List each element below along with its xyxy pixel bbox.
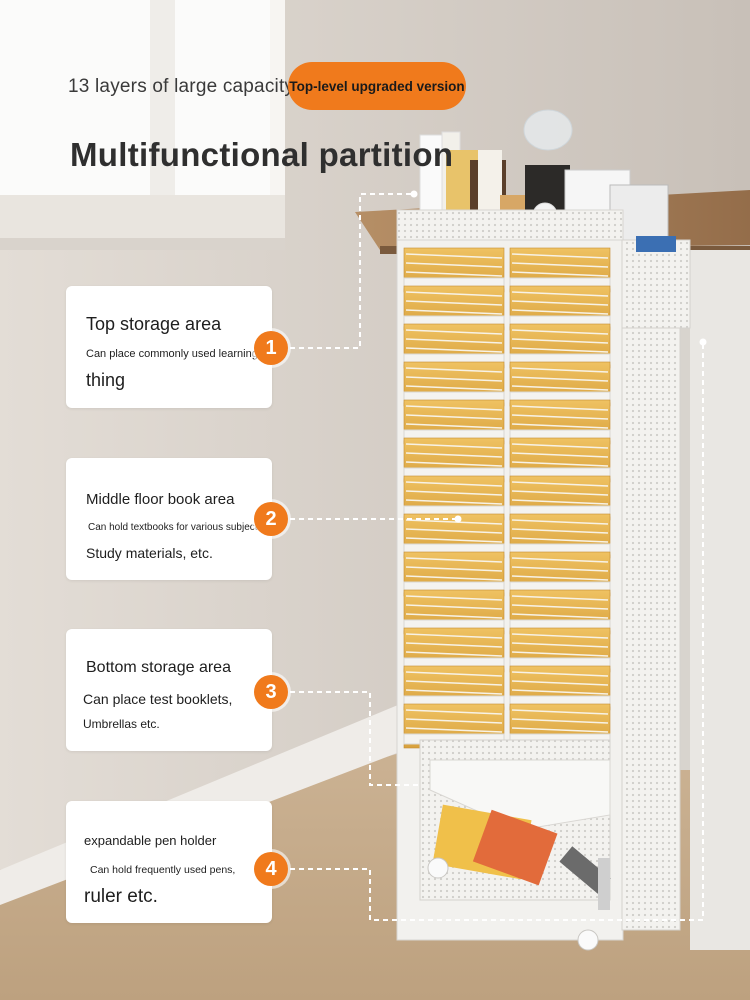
feature-tail: thing: [86, 370, 126, 390]
file-slot: [403, 285, 505, 331]
window: [0, 0, 285, 250]
file-slot: [403, 475, 505, 521]
feature-number-3: 3: [254, 675, 288, 709]
feature-detail: Can place commonly used learning: [86, 348, 258, 360]
feature-heading: Bottom storage area: [86, 659, 231, 676]
capacity-headline: 13 layers of large capacity: [68, 76, 295, 97]
feature-detail: Can hold textbooks for various subjects: [88, 522, 263, 533]
file-slot: [509, 285, 611, 331]
file-slot: [509, 475, 611, 521]
file-slot: [509, 361, 611, 407]
callout-lines: [290, 193, 704, 921]
feature-card-top-storage: Top storage area Can place commonly used…: [66, 286, 272, 408]
file-slot: [509, 247, 611, 293]
file-slot: [509, 513, 611, 559]
file-rack: [396, 209, 691, 951]
feature-card-middle-book: Middle floor book area Can hold textbook…: [66, 458, 272, 580]
file-slot: [403, 399, 505, 445]
file-slot: [403, 437, 505, 483]
file-slot: [509, 399, 611, 445]
page-title: Multifunctional partition: [70, 136, 454, 173]
file-slot: [509, 589, 611, 635]
feature-number-4: 4: [254, 852, 288, 886]
feature-detail: Can place test booklets,: [83, 691, 233, 707]
feature-tail: Umbrellas etc.: [83, 717, 160, 731]
file-slot: [403, 247, 505, 293]
file-slot: [509, 323, 611, 369]
feature-heading: Top storage area: [86, 314, 222, 334]
file-slot: [403, 627, 505, 673]
feature-tail: Study materials, etc.: [86, 545, 213, 561]
upgrade-badge: Top-level upgraded version: [288, 62, 466, 110]
feature-heading: expandable pen holder: [84, 833, 217, 848]
file-slot: [509, 437, 611, 483]
file-slot: [403, 513, 505, 559]
file-slot: [403, 323, 505, 369]
file-slot: [403, 589, 505, 635]
feature-card-pen-holder: expandable pen holder Can hold frequentl…: [66, 801, 272, 923]
file-slot: [509, 665, 611, 711]
feature-tail: ruler etc.: [84, 886, 158, 907]
file-slot: [403, 551, 505, 597]
file-slot: [403, 665, 505, 711]
feature-detail: Can hold frequently used pens,: [90, 864, 236, 876]
feature-number-1: 1: [254, 331, 288, 365]
file-slot: [509, 627, 611, 673]
feature-card-bottom-storage: Bottom storage area Can place test bookl…: [66, 629, 272, 751]
file-slot: [403, 361, 505, 407]
feature-heading: Middle floor book area: [86, 491, 235, 508]
feature-number-2: 2: [254, 502, 288, 536]
file-slot: [509, 551, 611, 597]
